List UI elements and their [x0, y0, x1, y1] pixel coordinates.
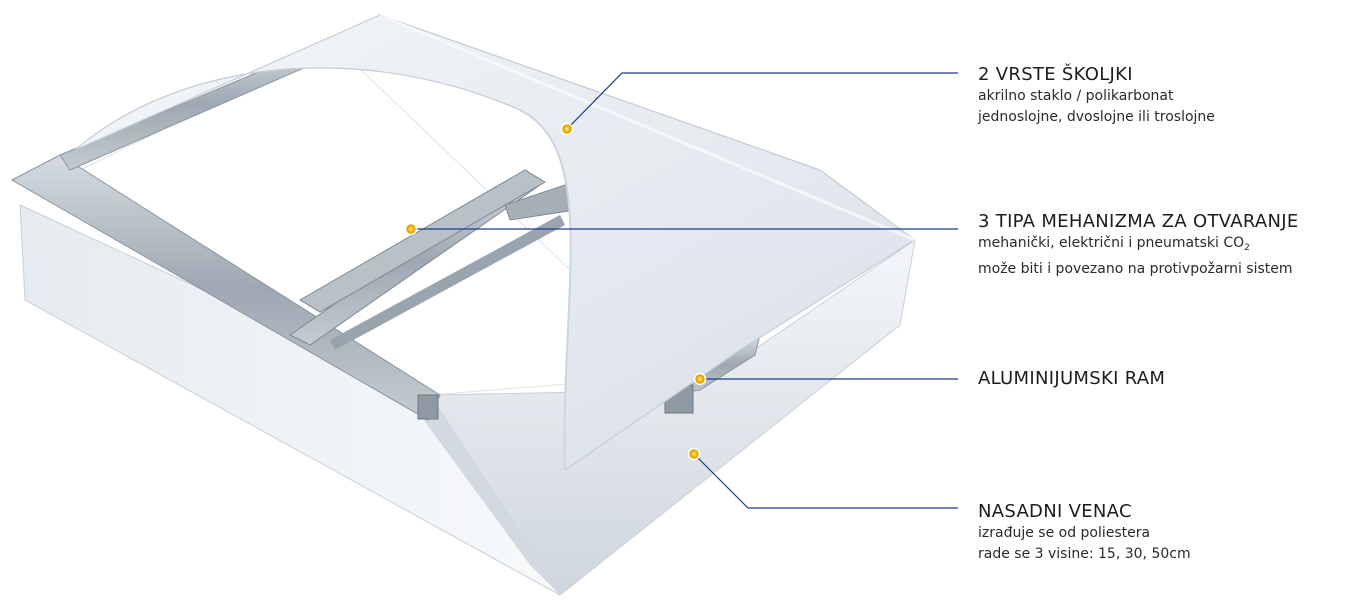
opening-mechanism: [289, 169, 581, 350]
callout-frame-title: ALUMINIJUMSKI RAM: [978, 368, 1166, 389]
callout-curb-line-1: izrađuje se od poliestera: [978, 525, 1151, 541]
callout-mechanism-line-2: može biti i povezano na protivpožarni si…: [978, 261, 1293, 277]
callout-shells-title: 2 VRSTE ŠKOLJKI: [978, 64, 1133, 85]
callout-frame: ALUMINIJUMSKI RAM: [978, 368, 1165, 390]
callout-mechanism-subscript: 2: [1244, 243, 1250, 253]
callout-mechanism-line-1: mehanički, električni i pneumatski CO2: [978, 233, 1299, 259]
dome-shell: [74, 13, 917, 472]
leader-curb: [693, 453, 958, 509]
leader-shells: [566, 72, 958, 130]
callout-mechanism-line-1-text: mehanički, električni i pneumatski CO: [978, 235, 1245, 251]
marker-mechanism: [404, 222, 418, 236]
markers: [404, 122, 707, 461]
leader-lines: [411, 72, 958, 509]
callout-mechanism-title: 3 TIPA MEHANIZMA ZA OTVARANJE: [978, 211, 1299, 232]
curb-shape: [19, 204, 916, 596]
callout-shells-line-1: akrilno staklo / polikarbonat: [978, 88, 1174, 104]
callout-shells: 2 VRSTE ŠKOLJKI akrilno staklo / polikar…: [978, 64, 1215, 128]
callout-shells-line-2: jednoslojne, dvoslojne ili troslojne: [978, 109, 1215, 125]
callout-curb: NASADNI VENAC izrađuje se od poliestera …: [978, 501, 1191, 565]
marker-shells: [560, 122, 574, 136]
callout-mechanism: 3 TIPA MEHANIZMA ZA OTVARANJE mehanički,…: [978, 211, 1299, 280]
marker-frame: [693, 372, 707, 386]
marker-curb: [687, 447, 701, 461]
callout-curb-line-2: rade se 3 visine: 15, 30, 50cm: [978, 546, 1191, 562]
callout-curb-title: NASADNI VENAC: [978, 501, 1132, 522]
